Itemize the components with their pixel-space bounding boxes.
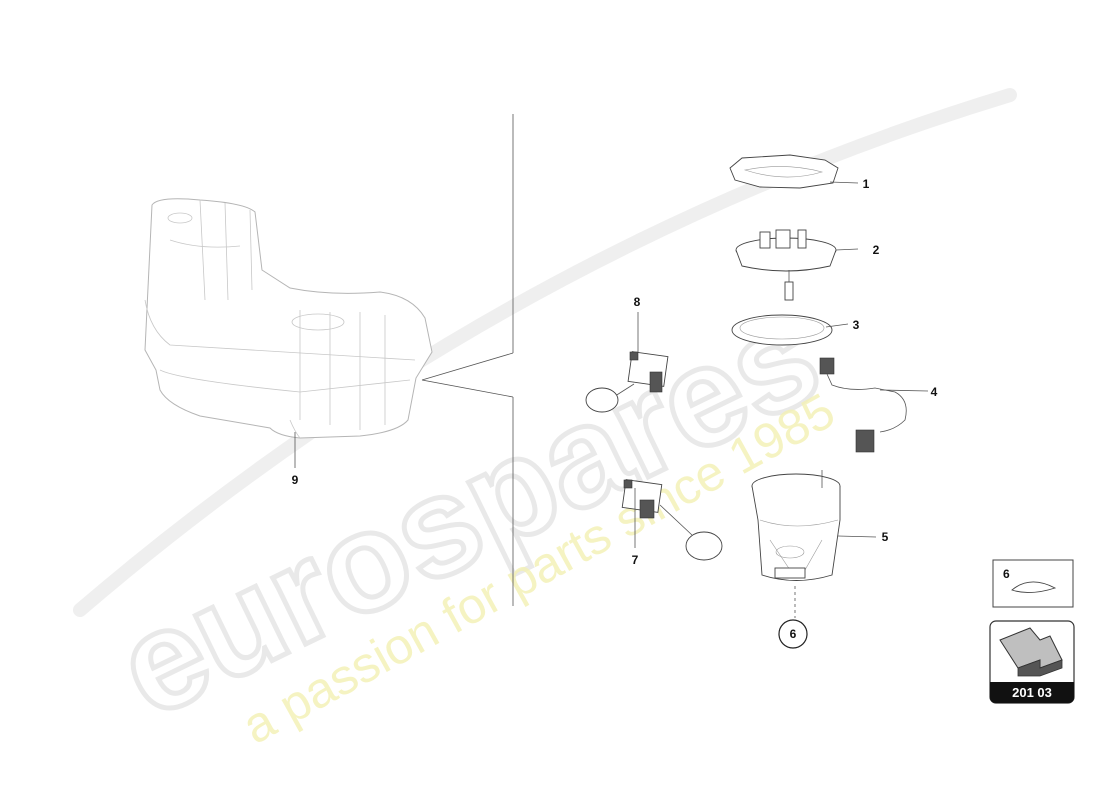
divider — [421, 114, 514, 606]
reference-box: 201 03 — [989, 620, 1075, 704]
callout-9: 9 — [292, 473, 299, 487]
arrow-icon — [999, 627, 1063, 677]
callout-8: 8 — [634, 295, 641, 309]
legend-item-number: 6 — [1003, 567, 1010, 581]
part-2-flange — [735, 229, 859, 301]
svg-text:6: 6 — [790, 627, 797, 641]
fuel-tank-drawing — [144, 198, 433, 439]
watermark: eurospares a passion for parts since 198… — [73, 88, 1017, 755]
callout-6-circle: 6 — [778, 619, 808, 649]
callout-3: 3 — [853, 318, 860, 332]
part-8-level-sensor — [585, 312, 669, 413]
callout-7: 7 — [632, 553, 639, 567]
part-5-pump-housing — [751, 470, 877, 618]
part-3-seal-ring — [731, 314, 849, 346]
reference-code: 201 03 — [1012, 685, 1052, 700]
part-7-level-sensor — [621, 479, 723, 561]
callout-2: 2 — [873, 243, 880, 257]
callout-4: 4 — [931, 385, 938, 399]
part-1-retainer — [729, 154, 859, 189]
legend-box: 6 — [992, 559, 1074, 608]
callout-1: 1 — [863, 177, 870, 191]
part-4-wiring-harness — [819, 357, 929, 453]
callout-5: 5 — [882, 530, 889, 544]
